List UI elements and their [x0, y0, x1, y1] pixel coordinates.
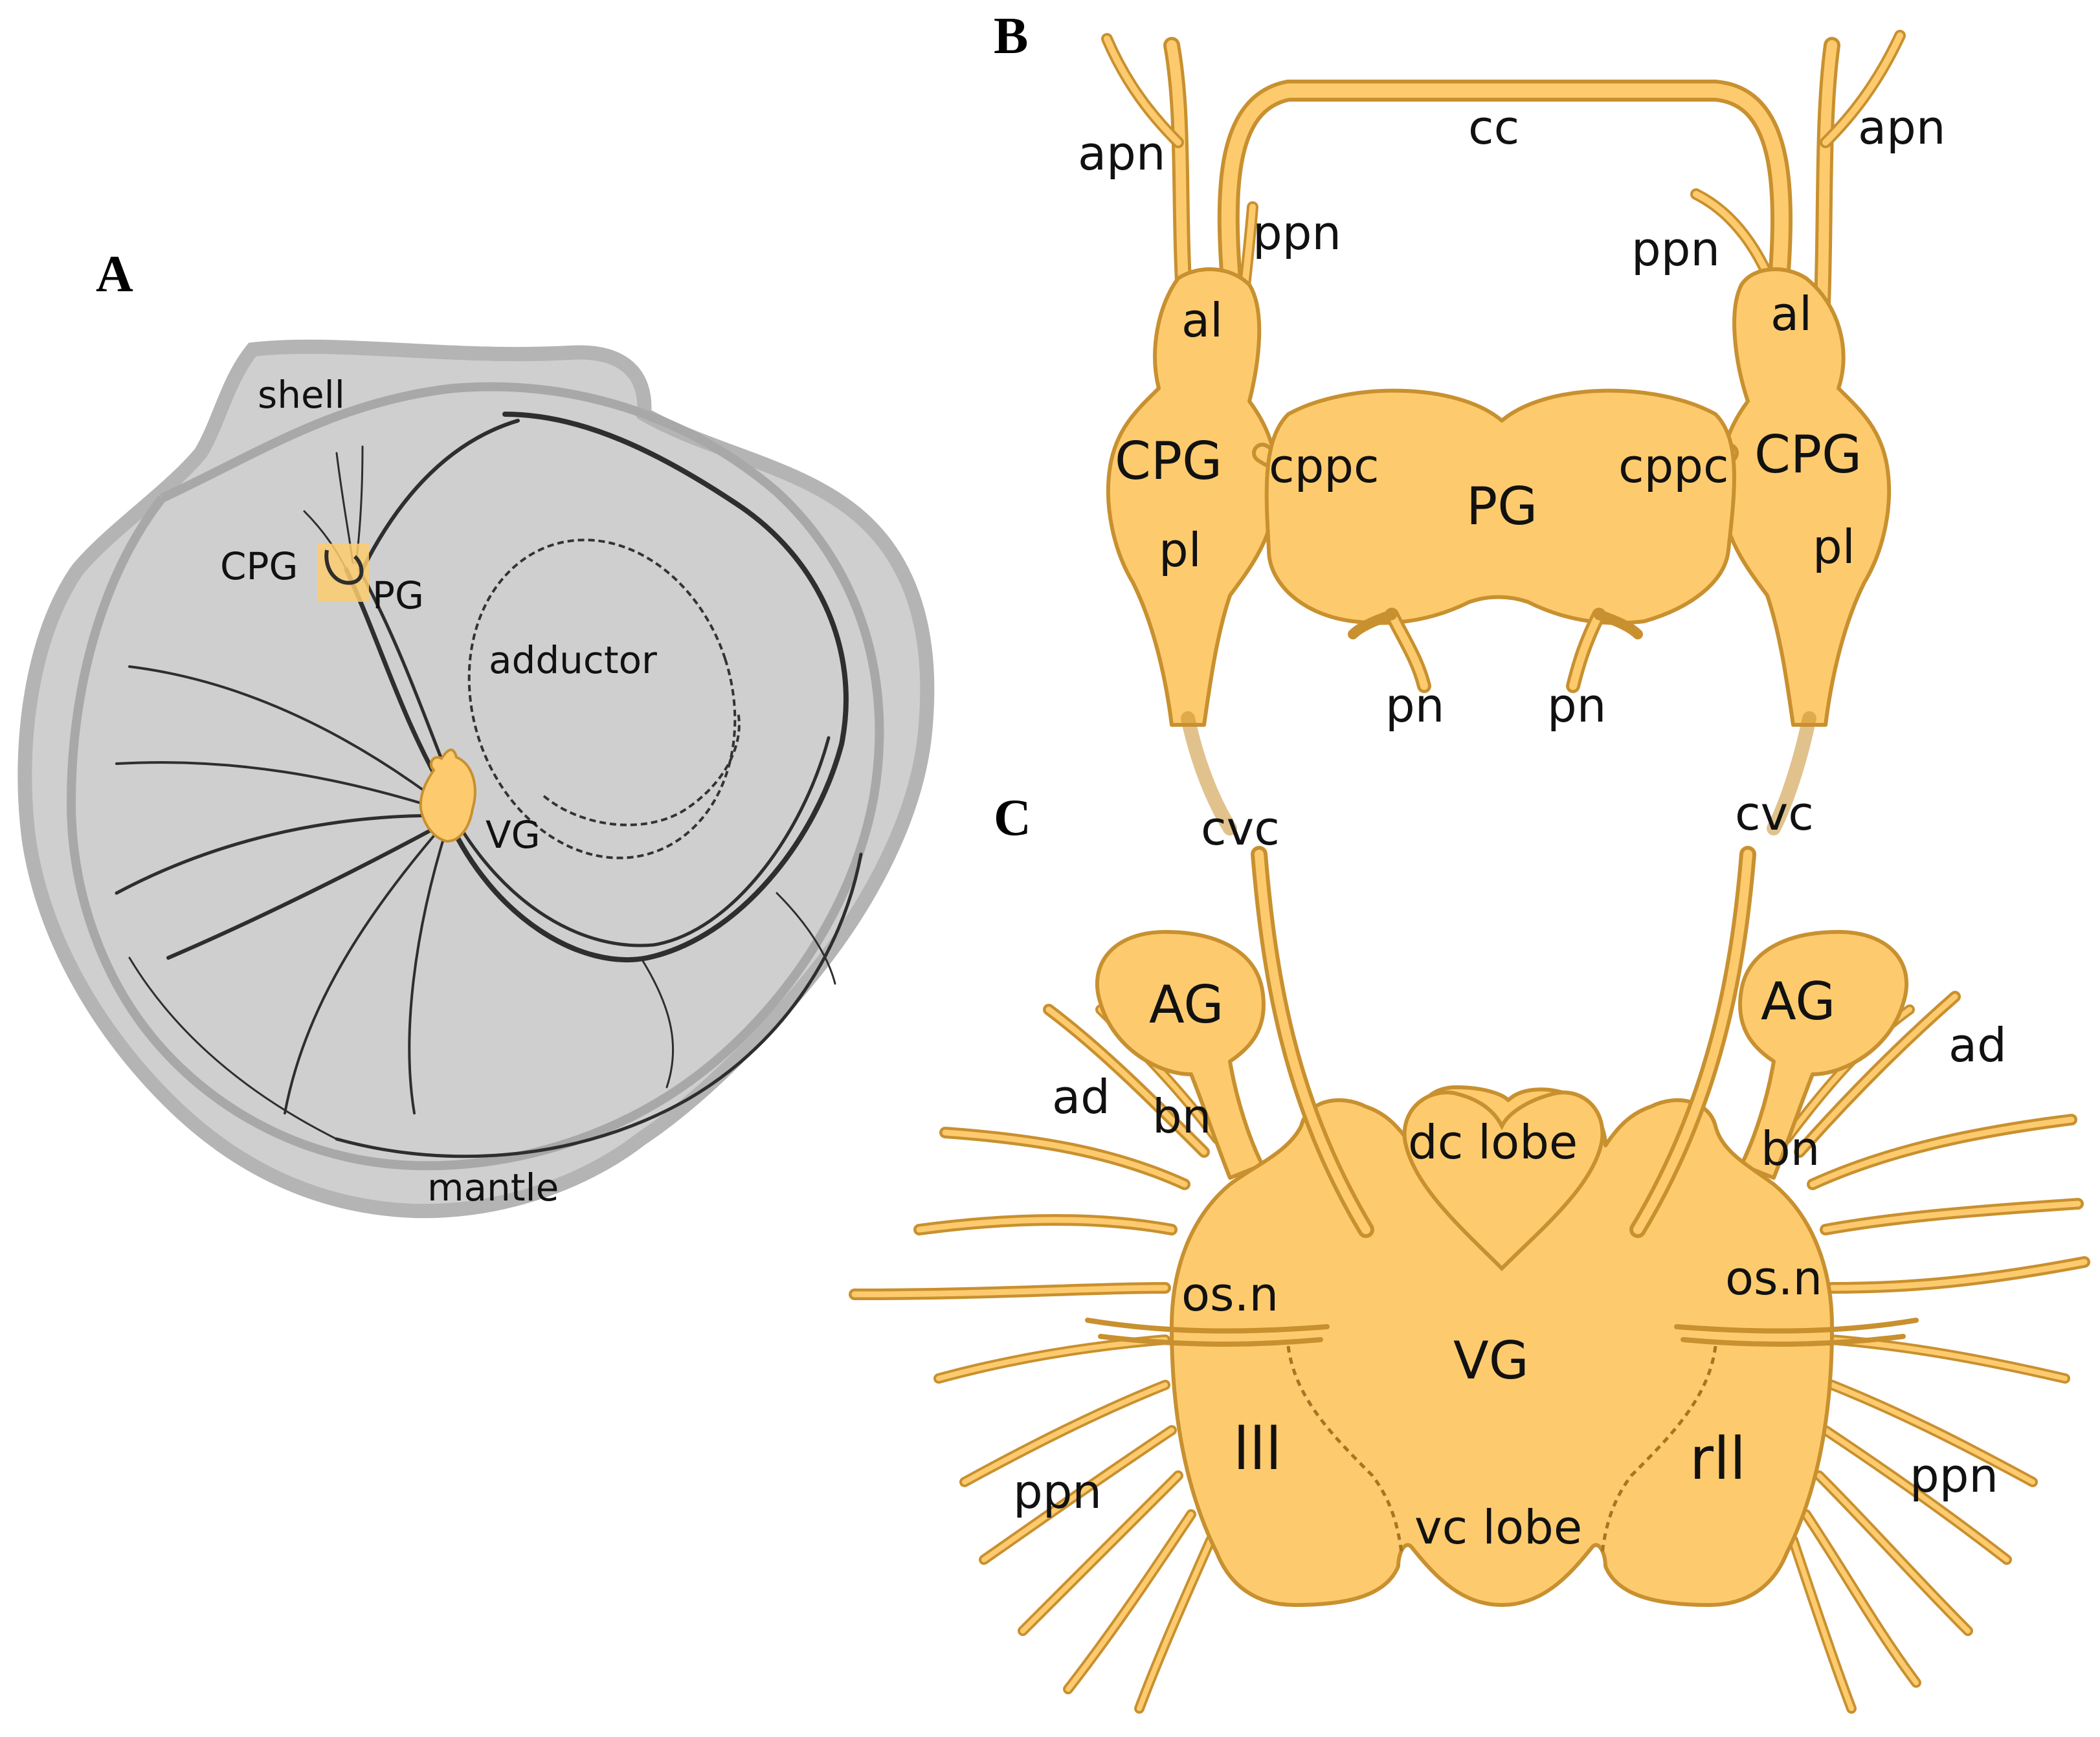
label-osn-right: os.n [1725, 1251, 1822, 1305]
cpg-small [324, 549, 364, 585]
label-pl-left: pl [1159, 523, 1201, 577]
label-cvc-left: cvc [1201, 801, 1280, 856]
panel-b: B [994, 8, 1945, 835]
label-vc-lobe: vc lobe [1414, 1500, 1582, 1554]
label-ppn-right-b: ppn [1631, 222, 1720, 276]
dc-lobe [1402, 1090, 1605, 1272]
label-al-right: al [1770, 287, 1812, 341]
adductor-outline [467, 538, 737, 859]
label-vg-c: VG [1453, 1331, 1529, 1391]
label-shell: shell [258, 373, 345, 417]
label-cpg-a: CPG [220, 544, 298, 588]
panel-a-nerves [115, 412, 863, 1158]
label-ppn-left-c: ppn [1013, 1465, 1102, 1519]
pedal-ganglion [1264, 388, 1736, 625]
label-bn-right: bn [1761, 1122, 1820, 1176]
panel-b-letter: B [994, 8, 1028, 65]
label-ad-right: ad [1949, 1018, 2007, 1072]
label-ad-left: ad [1052, 1070, 1110, 1124]
label-rll: rll [1690, 1425, 1746, 1493]
cpg-left-body [1106, 267, 1279, 727]
label-vg-a: VG [486, 813, 541, 857]
label-pg-b: PG [1466, 476, 1537, 537]
label-pg-a: PG [372, 573, 424, 617]
label-pn-right: pn [1547, 678, 1606, 733]
label-cpg-right: CPG [1754, 425, 1862, 485]
label-cpg-left: CPG [1115, 431, 1222, 491]
panel-c: C [849, 786, 2090, 1714]
panel-a: A [17, 246, 935, 1219]
ag-left [1095, 930, 1266, 1180]
ag-right [1738, 930, 1908, 1180]
label-ag-right: AG [1761, 971, 1835, 1032]
label-al-left: al [1181, 293, 1223, 348]
label-pl-right: pl [1813, 520, 1855, 574]
rll-boundary [1600, 1345, 1717, 1554]
label-pn-left: pn [1385, 678, 1444, 733]
mantle-outline [66, 382, 884, 1171]
label-adductor: adductor [489, 638, 657, 682]
visceral-ganglion [1170, 1085, 1834, 1607]
label-apn-right: apn [1858, 100, 1945, 155]
label-ag-left: AG [1149, 975, 1223, 1035]
label-lll: lll [1233, 1415, 1282, 1483]
label-cc: cc [1468, 100, 1519, 155]
label-cppc-left: cppc [1269, 439, 1380, 493]
label-bn-left: bn [1152, 1089, 1211, 1144]
label-cvc-right: cvc [1735, 786, 1814, 841]
label-ppn-right-c: ppn [1910, 1448, 1998, 1503]
label-apn-left: apn [1078, 126, 1165, 181]
label-cppc-right: cppc [1618, 439, 1729, 493]
adductor-inner-outline [542, 711, 741, 826]
shell-shape [17, 339, 935, 1219]
label-osn-left: os.n [1181, 1267, 1279, 1322]
lll-boundary [1286, 1345, 1403, 1554]
vg-small [419, 748, 476, 843]
label-ppn-left-b: ppn [1253, 206, 1341, 260]
label-dc-lobe: dc lobe [1408, 1115, 1578, 1169]
label-mantle: mantle [427, 1166, 559, 1210]
cpg-right-body [1718, 267, 1892, 727]
panel-a-letter: A [96, 246, 133, 303]
panel-c-letter: C [994, 790, 1031, 846]
